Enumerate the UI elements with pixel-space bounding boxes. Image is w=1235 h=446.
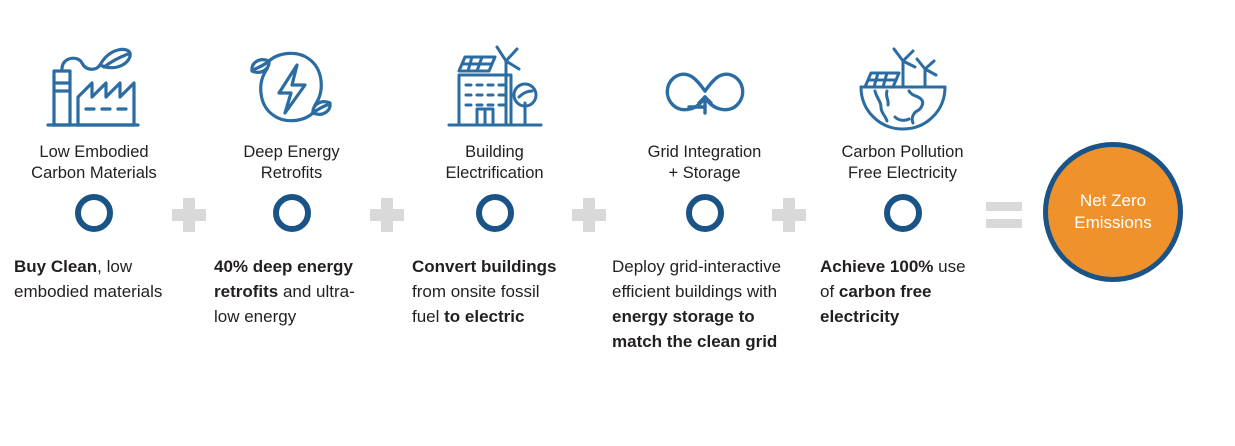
pillar-body-bold-1: Buy Clean xyxy=(14,257,98,276)
pillar-title: Low Embodied Carbon Materials xyxy=(31,143,157,182)
net-zero-emissions-badge: Net Zero Emissions xyxy=(1043,142,1183,282)
pillar-ring xyxy=(883,194,922,232)
pillar-body-text: Deploy grid-interactive efficient buildi… xyxy=(612,254,794,354)
pillar-body-bold-1: energy storage to match the clean grid xyxy=(612,307,778,351)
pillar-grid-integration-storage: Grid Integration + Storage Deploy grid-i… xyxy=(612,30,797,354)
pillar-body-plain-1: use of xyxy=(820,257,966,301)
pillar-ring-wrap xyxy=(820,194,985,232)
pillar-body-text: Convert buildings from onsite fossil fue… xyxy=(412,254,570,329)
pillar-title: Deep Energy Retrofits xyxy=(243,143,340,182)
pillar-body-bold-1: Convert buildings xyxy=(412,257,557,276)
equals-bar-bottom xyxy=(986,219,1022,228)
pillar-ring-wrap xyxy=(14,194,174,232)
factory-leaf-icon xyxy=(14,30,174,135)
pillar-body-bold-1: 40% deep energy retrofits xyxy=(214,257,353,301)
pillar-body-text: 40% deep energy retrofits and ultra-low … xyxy=(214,254,364,329)
pillar-body-bold-1: Achieve 100% xyxy=(820,257,934,276)
pillar-ring xyxy=(685,194,724,232)
pillar-body-plain-1: Deploy grid-interactive efficient buildi… xyxy=(612,257,782,301)
building-solar-wind-icon xyxy=(412,30,577,135)
pillar-title: Grid Integration + Storage xyxy=(647,143,762,182)
operator-plus-4 xyxy=(772,198,806,232)
pillar-title: Building Electrification xyxy=(445,143,544,182)
pillar-title: Carbon Pollution Free Electricity xyxy=(841,143,964,182)
infinity-arrow-icon xyxy=(612,30,797,135)
pillar-body-text: Achieve 100% use of carbon free electric… xyxy=(820,254,984,329)
pillar-ring xyxy=(272,194,311,232)
operator-plus-1 xyxy=(172,198,206,232)
pillar-deep-energy-retrofits: Deep Energy Retrofits 40% deep energy re… xyxy=(214,30,369,329)
operator-equals xyxy=(986,202,1022,228)
pillar-ring xyxy=(75,194,113,232)
pillar-carbon-pollution-free-electricity: Carbon Pollution Free Electricity Achiev… xyxy=(820,30,985,329)
pillar-body-bold-2: carbon free electricity xyxy=(820,282,932,326)
plus-sign-icon xyxy=(172,198,206,232)
pillar-body-bold-2: to electric xyxy=(444,307,525,326)
pillar-building-electrification: Building Electrification Convert buildin… xyxy=(412,30,577,329)
pillar-body-plain-1: and ultra-low energy xyxy=(214,282,355,326)
equals-bar-top xyxy=(986,202,1022,211)
globe-solar-wind-icon xyxy=(820,30,985,135)
plus-sign-icon xyxy=(572,198,606,232)
recycle-bolt-icon xyxy=(214,30,369,135)
pillar-body-text: Buy Clean, low embodied materials xyxy=(14,254,166,304)
pillar-body-plain-1: , low embodied materials xyxy=(14,257,163,301)
net-zero-emissions-label: Net Zero Emissions xyxy=(1074,191,1152,232)
plus-sign-icon xyxy=(370,198,404,232)
pillar-low-embodied-carbon-materials: Low Embodied Carbon Materials Buy Clean,… xyxy=(14,30,174,304)
pillar-ring-wrap xyxy=(214,194,369,232)
pillar-ring-wrap xyxy=(612,194,797,232)
pillar-ring-wrap xyxy=(412,194,577,232)
equals-sign-icon xyxy=(986,202,1022,228)
pillar-ring xyxy=(475,194,514,232)
operator-plus-3 xyxy=(572,198,606,232)
plus-sign-icon xyxy=(772,198,806,232)
pillar-body-plain-1: from onsite fossil fuel xyxy=(412,282,540,326)
operator-plus-2 xyxy=(370,198,404,232)
